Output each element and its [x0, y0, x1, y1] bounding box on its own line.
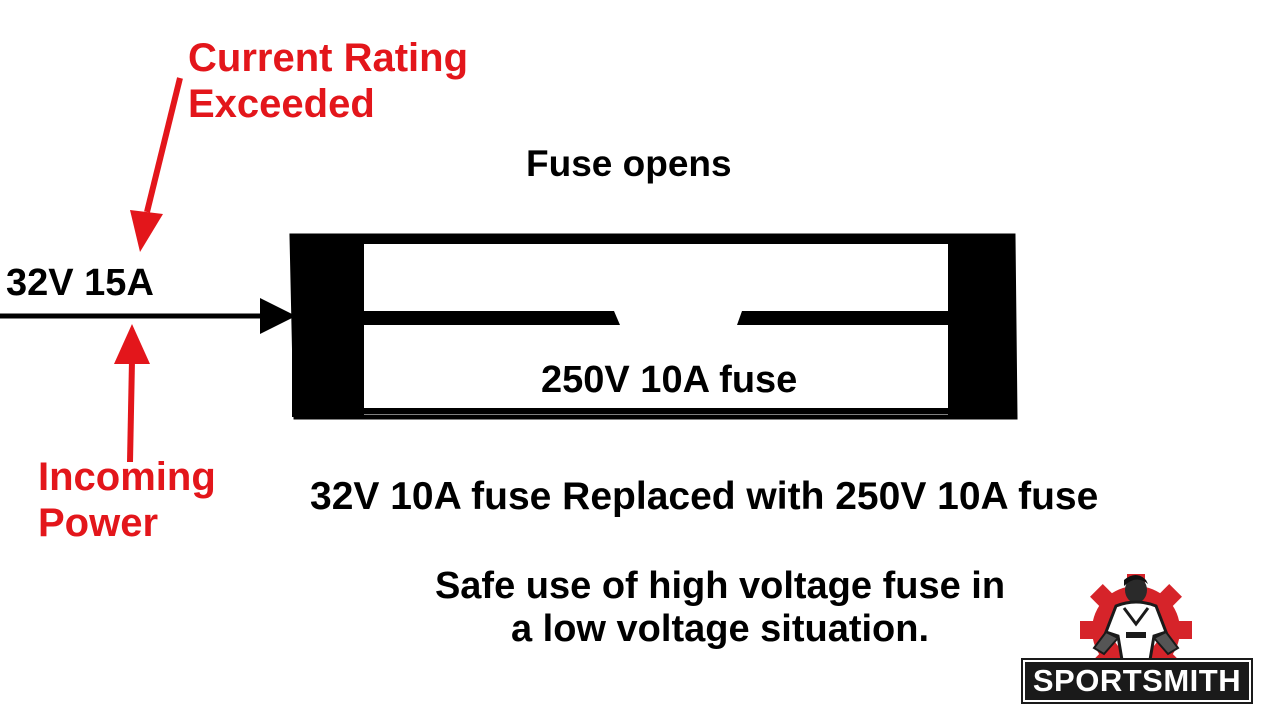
fuse-element-left	[362, 311, 620, 325]
safe-line2: a low voltage situation.	[510, 608, 930, 651]
current-rating-label: Current Rating Exceeded	[188, 36, 468, 127]
fuse-opens-label: Fuse opens	[526, 143, 732, 184]
replaced-caption: 32V 10A fuse Replaced with 250V 10A fuse	[310, 475, 1099, 518]
fuse-right-cap	[948, 236, 1014, 417]
incoming-power-label: Incoming Power	[38, 455, 216, 546]
safe-line1: Safe use of high voltage fuse in	[434, 565, 1006, 607]
fuse-element-right	[737, 311, 950, 325]
fuse-rating-label: 250V 10A fuse	[541, 359, 798, 401]
current-rating-arrow-head	[130, 210, 163, 252]
fuse-left-cap	[292, 236, 364, 417]
current-rating-line1: Current Rating	[188, 36, 468, 80]
wire-arrowhead	[260, 298, 296, 334]
mechanic-figure-icon	[1092, 575, 1180, 662]
incoming-power-arrow-head	[114, 324, 150, 364]
incoming-line2: Power	[38, 500, 159, 545]
logo-wordmark: SPORTSMITH	[1021, 658, 1253, 704]
incoming-power-arrow-shaft	[127, 359, 135, 463]
safe-use-caption: Safe use of high voltage fuse in a low v…	[380, 565, 1060, 652]
current-rating-line2: Exceeded	[188, 81, 375, 126]
incoming-line1: Incoming	[38, 455, 216, 499]
supply-label: 32V 15A	[6, 262, 154, 304]
current-rating-arrow-shaft	[144, 77, 183, 213]
